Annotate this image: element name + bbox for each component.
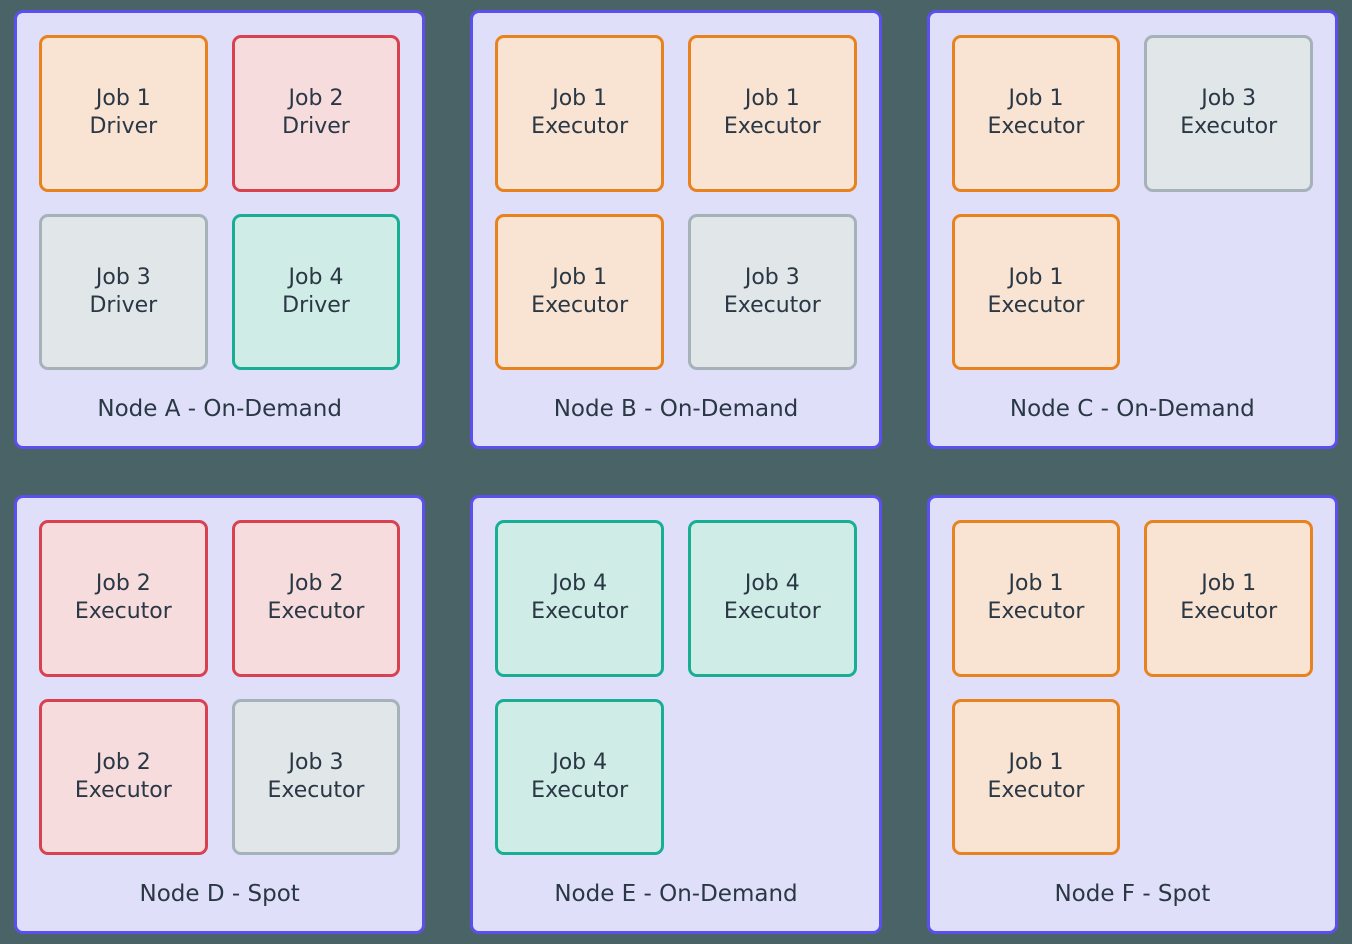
job-name-label: Job 1 <box>1008 571 1064 597</box>
job-role-label: Executor <box>531 114 629 140</box>
job-role-label: Executor <box>531 777 629 803</box>
job-role-label: Executor <box>531 599 629 625</box>
node-label: Node F - Spot <box>1054 881 1211 907</box>
job-role-label: Driver <box>89 114 158 140</box>
node-label: Node C - On-Demand <box>1009 396 1255 422</box>
job-name-label: Job 1 <box>1008 86 1064 112</box>
job-role-label: Executor <box>267 599 365 625</box>
job-role-label: Executor <box>723 292 821 318</box>
job-role-label: Driver <box>282 114 350 140</box>
job-role-label: Executor <box>267 777 365 803</box>
job-name-label: Job 2 <box>95 571 151 597</box>
node-label: Node E - On-Demand <box>554 881 798 907</box>
job-role-label: Executor <box>987 114 1085 140</box>
job-name-label: Job 4 <box>552 749 608 775</box>
empty-slot <box>688 699 857 856</box>
job-name-label: Job 1 <box>1008 264 1064 290</box>
node-label: Node A - On-Demand <box>97 396 342 422</box>
job-name-label: Job 3 <box>1201 86 1257 112</box>
node-label: Node D - Spot <box>139 881 300 907</box>
job-role-label: Executor <box>987 777 1085 803</box>
node-label: Node B - On-Demand <box>553 396 799 422</box>
job-name-label: Job 1 <box>552 86 608 112</box>
job-name-label: Job 4 <box>744 571 800 597</box>
job-role-label: Executor <box>74 599 172 625</box>
job-name-label: Job 4 <box>288 264 344 290</box>
job-role-label: Executor <box>531 292 629 318</box>
empty-slot <box>1144 699 1313 856</box>
job-role-label: Executor <box>1180 114 1278 140</box>
job-role-label: Executor <box>987 292 1085 318</box>
job-name-label: Job 3 <box>744 264 800 290</box>
job-name-label: Job 2 <box>288 571 344 597</box>
job-name-label: Job 2 <box>288 86 344 112</box>
job-role-label: Executor <box>987 599 1085 625</box>
job-name-label: Job 4 <box>552 571 608 597</box>
job-name-label: Job 3 <box>95 264 151 290</box>
job-name-label: Job 1 <box>552 264 608 290</box>
job-name-label: Job 1 <box>95 86 151 112</box>
job-name-label: Job 2 <box>95 749 151 775</box>
job-role-label: Executor <box>723 114 821 140</box>
empty-slot <box>1144 214 1313 371</box>
job-name-label: Job 3 <box>288 749 344 775</box>
job-role-label: Executor <box>723 599 821 625</box>
job-role-label: Driver <box>89 292 158 318</box>
job-name-label: Job 1 <box>1008 749 1064 775</box>
job-role-label: Executor <box>74 777 172 803</box>
job-name-label: Job 1 <box>744 86 800 112</box>
job-role-label: Executor <box>1180 599 1278 625</box>
job-role-label: Driver <box>282 292 350 318</box>
job-name-label: Job 1 <box>1201 571 1257 597</box>
